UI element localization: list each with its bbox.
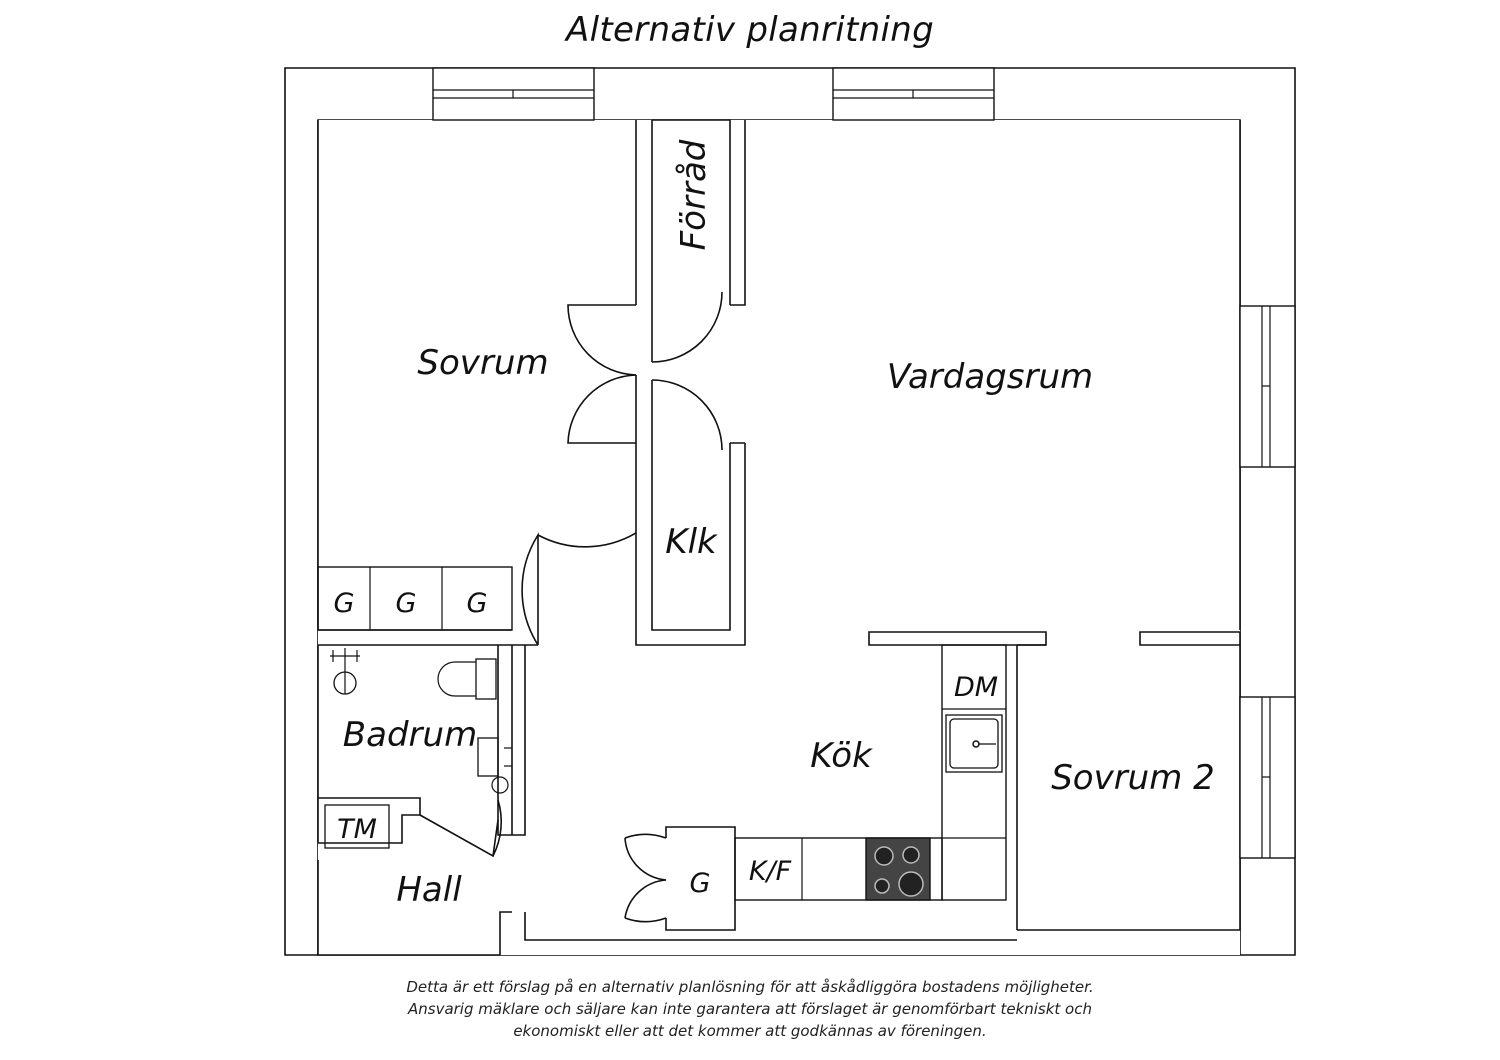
door-forrad — [567, 304, 637, 376]
washing-machine-icon — [324, 804, 390, 849]
label-sovrum2: Sovrum 2 — [1051, 758, 1215, 798]
toilet-icon — [437, 658, 497, 700]
label-sovrum: Sovrum — [417, 343, 548, 383]
sink-icon — [945, 714, 1003, 773]
label-g-3: G — [467, 588, 488, 619]
sovrum2-walls — [1016, 644, 1046, 930]
label-forrad: Förråd — [674, 139, 714, 250]
label-g-kok: G — [690, 868, 711, 899]
shower-icon — [330, 648, 360, 695]
klk-walls — [635, 380, 746, 646]
forrad-walls — [651, 119, 746, 362]
disclaimer: Detta är ett förslag på en alternativ pl… — [0, 976, 1500, 1042]
kitchen-counter — [734, 644, 1007, 901]
wardrobes — [317, 566, 513, 631]
disclaimer-line-1: Detta är ett förslag på en alternativ pl… — [406, 978, 1094, 996]
cabinet-g — [624, 826, 736, 931]
label-g-2: G — [396, 588, 417, 619]
label-kok: Kök — [810, 736, 873, 776]
label-klk: Klk — [665, 522, 718, 562]
disclaimer-line-2: Ansvarig mäklare och säljare kan inte ga… — [407, 1000, 1092, 1018]
window-top-right — [832, 67, 995, 121]
label-hall: Hall — [396, 870, 462, 910]
washbasin-icon — [477, 737, 512, 794]
label-g-1: G — [334, 588, 355, 619]
window-right-lower — [1239, 696, 1296, 859]
plan-title: Alternativ planritning — [566, 10, 934, 50]
disclaimer-line-3: ekonomiskt eller att det kommer att godk… — [513, 1022, 987, 1040]
label-badrum: Badrum — [343, 715, 477, 755]
window-top-left — [432, 67, 595, 121]
label-vardagsrum: Vardagsrum — [887, 357, 1093, 397]
window-right-upper — [1239, 305, 1296, 468]
door-klk — [567, 374, 637, 444]
label-tm: TM — [337, 814, 377, 845]
door-sovrum — [521, 532, 539, 646]
label-dm: DM — [954, 672, 998, 703]
label-kf: K/F — [749, 856, 792, 887]
